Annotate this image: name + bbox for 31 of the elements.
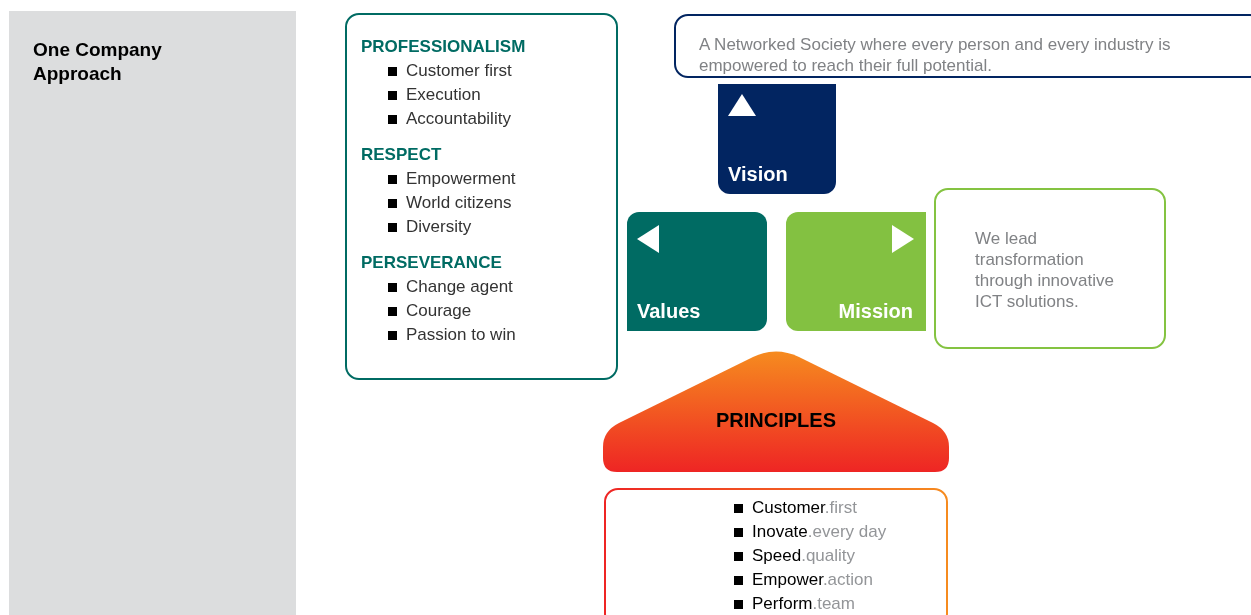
value-heading: PROFESSIONALISM bbox=[361, 37, 526, 57]
value-item: Execution bbox=[406, 85, 481, 105]
values-card bbox=[345, 13, 618, 380]
tile-label: Values bbox=[637, 300, 701, 323]
value-item: World citizens bbox=[406, 193, 512, 213]
statement-text: A Networked Society where every person and every industry is empowered to reach their full potential. bbox=[699, 34, 1172, 76]
mission-card bbox=[934, 188, 1166, 349]
tile-label: Mission bbox=[838, 300, 913, 323]
values-tile bbox=[627, 212, 767, 331]
principle-item: Inovate.every day bbox=[752, 522, 887, 542]
principle-item: Perform.team bbox=[752, 594, 855, 614]
tile-label: Vision bbox=[728, 163, 788, 186]
value-heading: RESPECT bbox=[361, 145, 442, 165]
principle-item: Customer.first bbox=[752, 498, 857, 518]
principle-item: Empower.action bbox=[752, 570, 873, 590]
vision-tile bbox=[718, 84, 836, 194]
value-item: Customer first bbox=[406, 61, 512, 81]
value-heading: PERSEVERANCE bbox=[361, 253, 502, 273]
principle-item: Speed.quality bbox=[752, 546, 856, 566]
side-panel bbox=[9, 11, 296, 615]
value-item: Courage bbox=[406, 301, 472, 321]
value-item: Passion to win bbox=[406, 325, 516, 345]
value-item: Empowerment bbox=[406, 169, 516, 189]
banner-title: PRINCIPLES bbox=[715, 409, 837, 432]
value-item: Accountability bbox=[406, 109, 511, 129]
section-heading: One Company Approach bbox=[33, 38, 163, 86]
mission-tile bbox=[786, 212, 926, 331]
value-item: Change agent bbox=[406, 277, 513, 297]
statement-text: We lead transformation through innovative ICT solutions. bbox=[975, 228, 1115, 312]
vision-card bbox=[674, 14, 1251, 78]
value-item: Diversity bbox=[406, 217, 472, 237]
